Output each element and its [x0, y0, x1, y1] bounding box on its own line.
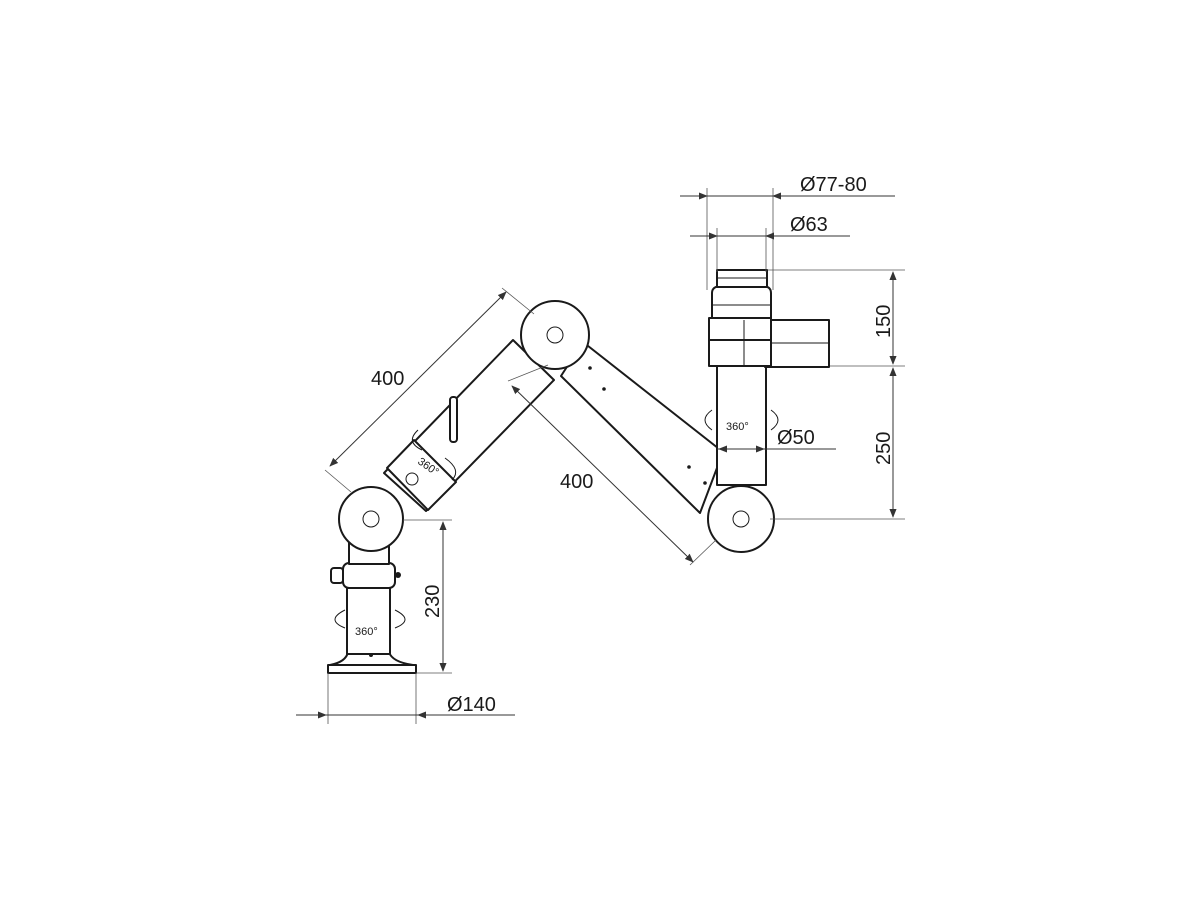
base-clamp-ring	[342, 562, 396, 589]
label-base-diameter: Ø140	[447, 694, 496, 716]
base-clamp-knob	[330, 567, 344, 584]
base-flange	[327, 664, 417, 674]
lower-joint-disc	[338, 486, 404, 552]
lower-arm	[383, 339, 555, 512]
elbow-joint	[520, 300, 590, 370]
lower-arm-collar-screw	[405, 472, 419, 486]
label-rotation-base: 360°	[355, 626, 378, 638]
base-flange-neck	[329, 651, 414, 666]
ext-arm1-b	[501, 287, 535, 315]
base-clamp-screw	[395, 572, 401, 578]
upper-joint-pivot	[732, 510, 750, 528]
label-base-height: 230	[422, 585, 444, 618]
base-column	[346, 587, 391, 655]
base-column-screw	[369, 653, 373, 657]
upper-rotation-symbol	[704, 409, 779, 431]
upper-joint	[707, 485, 775, 553]
dim-lower-arm-length	[329, 291, 507, 467]
mount-lower-ring	[708, 337, 772, 367]
ext-arm2-a	[507, 364, 549, 382]
label-inner-diameter: Ø63	[790, 214, 828, 236]
base-assembly	[327, 539, 417, 674]
swivel-housing	[711, 285, 772, 319]
upper-column	[704, 269, 830, 486]
label-outer-diameter: Ø77-80	[800, 174, 867, 196]
vertical-tube	[716, 364, 767, 486]
lower-joint-pivot	[362, 510, 380, 528]
label-lower-arm-length: 400	[371, 368, 404, 390]
label-top-height: 150	[873, 305, 895, 338]
elbow-joint-disc	[520, 300, 590, 370]
label-tube-diameter: Ø50	[777, 427, 815, 449]
ext-arm2-b	[689, 539, 717, 566]
upper-joint-disc	[707, 485, 775, 553]
mount-upper-ring	[708, 317, 772, 341]
ext-arm1-a	[324, 469, 352, 493]
dim-upper-arm-length	[511, 385, 694, 563]
upper-arm-dot-1	[588, 366, 592, 370]
label-upper-height: 250	[873, 432, 895, 465]
lower-joint	[338, 486, 404, 552]
label-rotation-upper: 360°	[726, 421, 749, 433]
base-rotation-symbol	[334, 609, 406, 629]
upper-arm-dot-2	[602, 387, 606, 391]
upper-arm-dot-4	[703, 481, 707, 485]
elbow-joint-pivot	[546, 326, 564, 344]
dimension-labels: Ø77-80 Ø63 150 250 Ø50 400 400 230 Ø140 …	[355, 174, 895, 716]
lower-arm-handle	[449, 396, 458, 443]
dimension-lines	[296, 188, 905, 724]
upper-arm-dot-3	[687, 465, 691, 469]
label-upper-arm-length: 400	[560, 471, 593, 493]
